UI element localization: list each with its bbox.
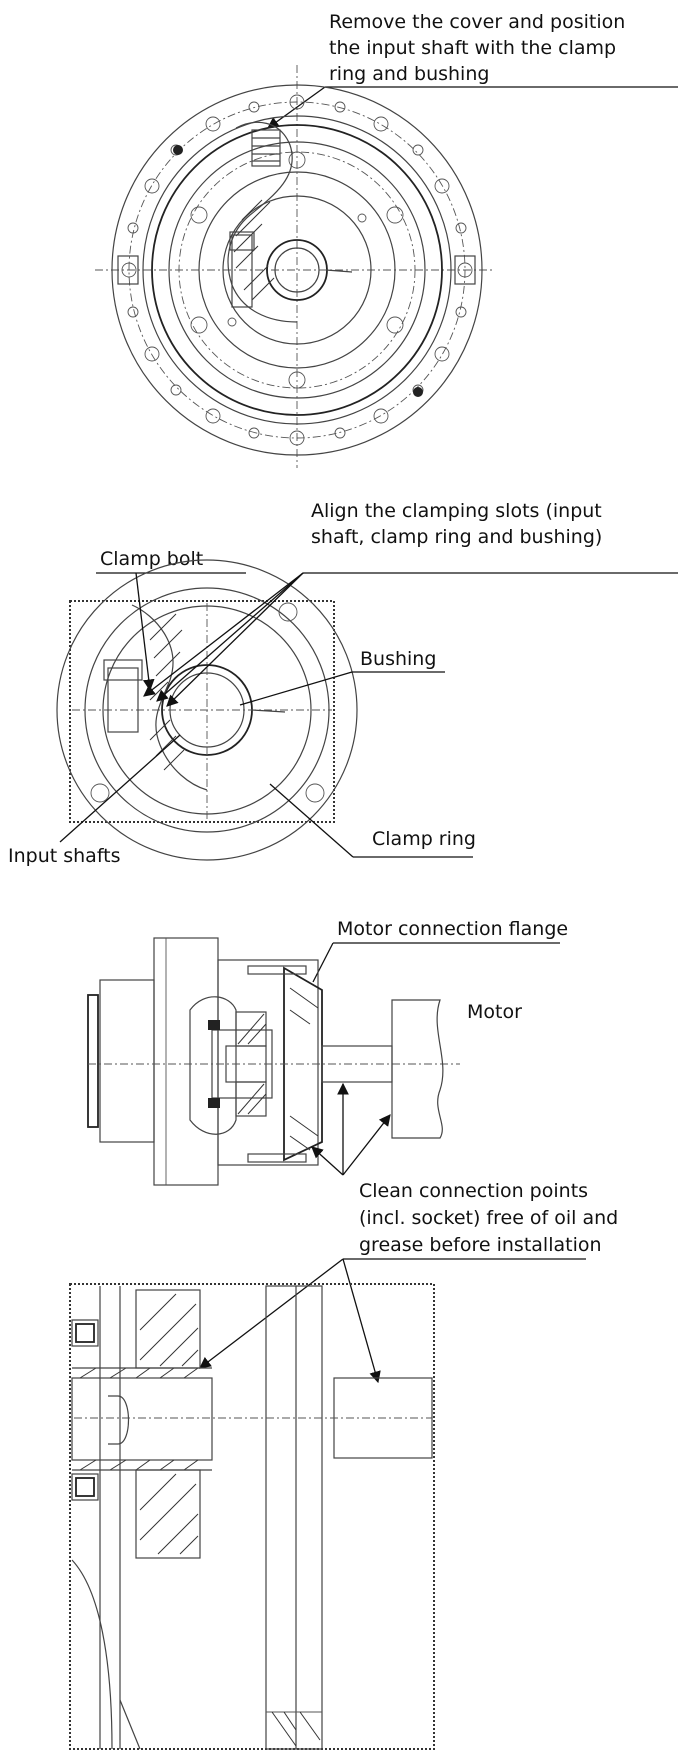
enlarged-hatch <box>79 1293 199 1555</box>
seal-left-top <box>71 1319 99 1347</box>
detail-outer-arc <box>56 559 358 861</box>
detail-frame <box>69 600 335 823</box>
clean-leader-socket <box>199 1258 344 1369</box>
enlarged-clamp-ring-bottom <box>135 1469 201 1559</box>
clean-leader-motor <box>342 1114 391 1176</box>
detail-hole-top <box>278 602 298 622</box>
shaft <box>274 247 320 293</box>
clamp-ring-bottom <box>235 1081 267 1117</box>
align-leader-3 <box>166 572 304 707</box>
clean-note-line-1: Clean connection points <box>359 1180 588 1202</box>
inner-bolt-holes <box>190 151 404 389</box>
input-shaft-body <box>71 1377 213 1461</box>
flange-wall-hatch <box>271 1711 321 1747</box>
callout-line-3: ring and bushing <box>329 63 489 85</box>
enlarged-frame <box>69 1283 435 1750</box>
clamp-ring-hatch <box>237 1013 267 1115</box>
figure-1-top-view: Remove the cover and position the input … <box>95 11 678 468</box>
plug-left <box>173 145 183 155</box>
align-callout-line-2: shaft, clamp ring and bushing) <box>311 526 602 548</box>
motor-body <box>391 999 444 1139</box>
motor-shaft <box>321 1045 393 1083</box>
lower-sleeve-2 <box>119 1699 141 1750</box>
clamp-bolt-label: Clamp bolt <box>100 548 203 570</box>
clamp-bolt-1 <box>231 234 253 308</box>
clean-note-line-3: grease before installation <box>359 1234 602 1256</box>
clean-leader-shaft-2 <box>342 1258 381 1384</box>
inner-ring-2 <box>198 171 396 369</box>
callout-leader <box>267 86 326 129</box>
align-leader-2 <box>156 572 304 702</box>
flange-bolt-top <box>247 965 307 975</box>
align-callout-line-1: Align the clamping slots (input <box>311 500 602 522</box>
input-shafts-leader <box>59 734 181 843</box>
housing-ring <box>151 124 443 416</box>
callout-line-2: the input shaft with the clamp <box>329 37 616 59</box>
figure-4-enlarged-detail <box>69 1283 435 1750</box>
motor-flange-label: Motor connection flange <box>337 918 568 940</box>
callout-line-1: Remove the cover and position <box>329 11 625 33</box>
side-tab-left <box>117 255 139 285</box>
motor-flange-hatch <box>289 987 319 1151</box>
side-tab-right <box>454 255 476 285</box>
motor-label: Motor <box>467 1001 522 1023</box>
flange-ring <box>142 115 452 425</box>
bushing-leader <box>239 671 353 706</box>
figure-2-clamp-detail: Align the clamping slots (input shaft, c… <box>8 500 678 867</box>
seal-top <box>208 1020 220 1030</box>
seal-bottom <box>208 1098 220 1108</box>
align-leader-1 <box>143 572 304 697</box>
shaft-socket <box>108 1395 129 1445</box>
outer-ring <box>111 84 483 456</box>
flange-wall <box>265 1285 323 1750</box>
seal-left-bottom <box>71 1473 99 1501</box>
clamp-bolt-head-1 <box>229 231 255 251</box>
motor-flange-leader <box>312 942 334 983</box>
detail-clamp-bolt-head <box>103 659 143 681</box>
figure-3-side-section: Motor connection flange Mot <box>87 918 618 1384</box>
gearbox-body <box>153 937 219 1186</box>
detail-hole-left <box>90 783 110 803</box>
detail-hatch <box>149 613 185 771</box>
clean-leader-flange <box>311 1146 344 1176</box>
detail-hole-right <box>305 783 325 803</box>
clamp-ring-leader <box>269 783 354 858</box>
clamp-bolt-leader <box>135 572 155 692</box>
flange-block <box>217 959 319 1166</box>
motor-flange <box>283 966 323 1162</box>
flange-bolt-bottom <box>247 1153 307 1163</box>
outer-bolt-holes <box>121 94 473 446</box>
plug-right <box>413 387 423 397</box>
detail-slot <box>251 709 286 713</box>
input-shafts-label: Input shafts <box>8 845 121 867</box>
inner-ring-1 <box>168 141 426 399</box>
detail-clamp-bolt <box>107 667 139 733</box>
threaded-cover <box>251 129 281 167</box>
clean-note-line-2: (incl. socket) free of oil and <box>359 1207 618 1229</box>
keyway-mark <box>325 269 353 273</box>
clamp-ring-label: Clamp ring <box>372 828 476 850</box>
gearbox-seal-strip <box>87 994 99 1128</box>
bolt-circle <box>128 101 466 439</box>
lower-sleeve <box>71 1559 113 1750</box>
clamp-ring-top <box>235 1011 267 1047</box>
inner-section <box>189 996 237 1135</box>
gearbox-back-plate <box>99 979 155 1143</box>
bushing-label: Bushing <box>360 648 436 670</box>
inner-ring-3 <box>222 195 372 345</box>
